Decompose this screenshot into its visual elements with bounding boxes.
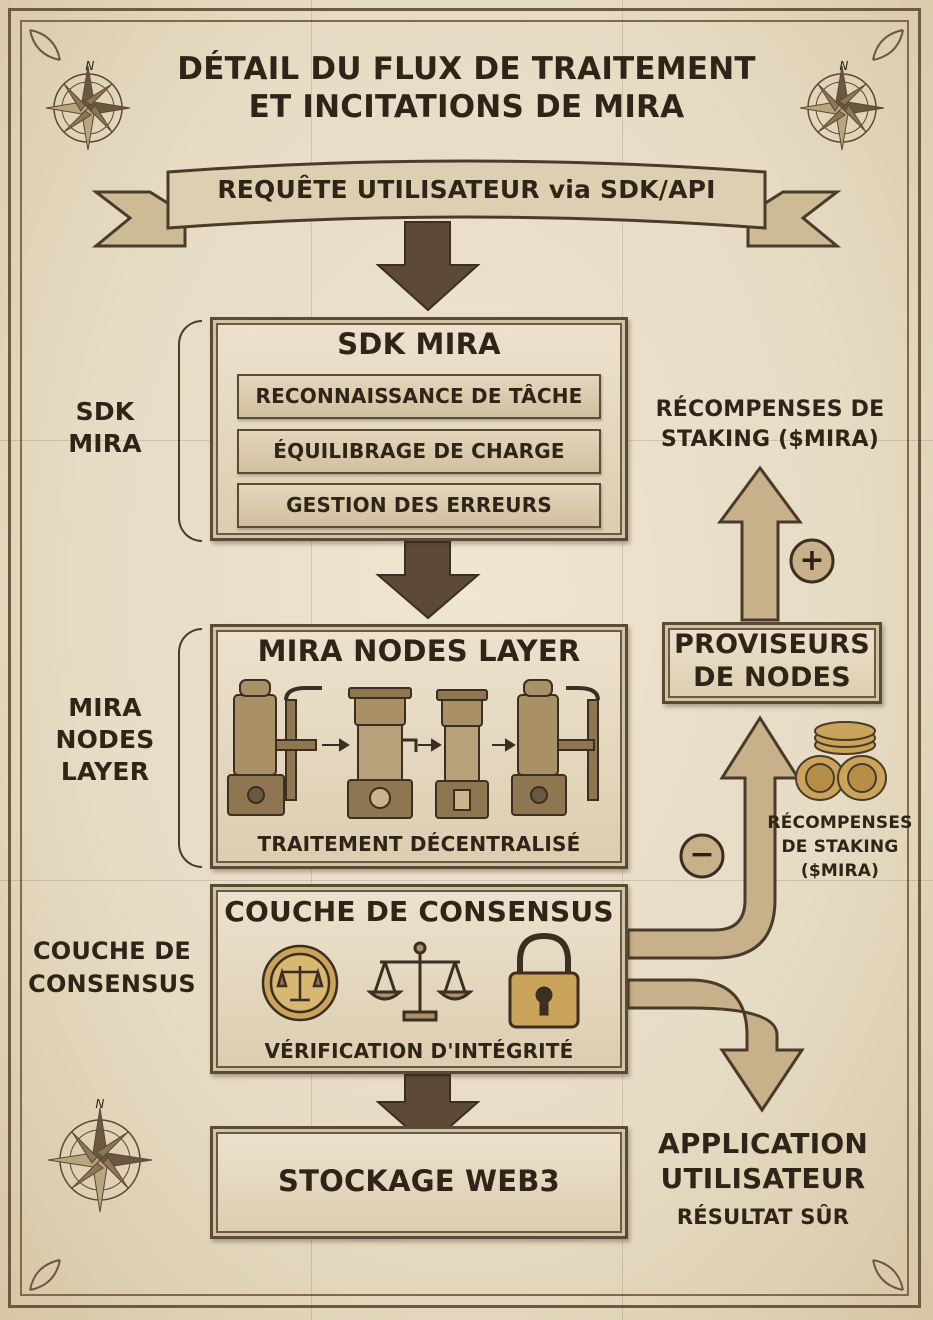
consensus-caption: VÉRIFICATION D'INTÉGRITÉ	[264, 1039, 574, 1063]
down-arrow-icon	[375, 221, 481, 312]
rewards-up-arrow	[717, 465, 803, 622]
rewards-small-line-3: ($MIRA)	[800, 861, 880, 881]
nodes-side-label-2: NODES	[55, 725, 155, 754]
app-down-arrow	[626, 978, 805, 1113]
sdk-item-task-recognition: RECONNAISSANCE DE TÂCHE	[255, 384, 583, 408]
compass-north-label: N	[839, 59, 849, 73]
compass-rose-icon	[45, 65, 131, 151]
corner-flourish-icon	[872, 29, 904, 61]
page-subtitle: ET INCITATIONS DE MIRA	[248, 89, 685, 125]
nodes-side-label-3: LAYER	[60, 757, 150, 786]
pump-machine-icon	[227, 679, 322, 816]
down-arrow-icon	[375, 1074, 481, 1148]
nodes-box-title: MIRA NODES LAYER	[257, 634, 581, 668]
compass-rose-icon	[47, 1107, 153, 1213]
tower-machine-icon	[435, 689, 489, 819]
providers-line-2: DE NODES	[693, 662, 851, 693]
outer-border	[8, 8, 921, 1308]
corner-flourish-icon	[29, 29, 61, 61]
tower-machine-icon	[347, 687, 418, 819]
compass-rose-icon	[799, 65, 885, 151]
corner-flourish-icon	[872, 1259, 904, 1291]
grid-line	[0, 880, 933, 881]
request-ribbon	[91, 159, 842, 248]
sdk-side-label-2: MIRA	[68, 429, 142, 458]
balance-scale-icon	[366, 941, 474, 1022]
page-title: DÉTAIL DU FLUX DE TRAITEMENT	[177, 51, 756, 87]
sdk-item-error-handling: GESTION DES ERREURS	[286, 493, 552, 517]
rewards-top-line-2: STAKING ($MIRA)	[661, 427, 879, 452]
result-label: RÉSULTAT SÛR	[676, 1205, 850, 1229]
providers-arrow	[626, 715, 801, 960]
minus-icon	[679, 833, 725, 879]
nodes-caption: TRAITEMENT DÉCENTRALISÉ	[257, 832, 581, 856]
compass-north-label: N	[95, 1097, 105, 1111]
sdk-item-box	[237, 483, 601, 528]
down-arrow-icon	[375, 541, 481, 620]
padlock-icon	[508, 932, 580, 1029]
sdk-item-load-balancing: ÉQUILIBRAGE DE CHARGE	[273, 439, 565, 463]
storage-box	[210, 1126, 628, 1239]
sdk-item-box	[237, 374, 601, 419]
small-arrow-icon	[492, 738, 516, 752]
nodes-side-label-1: MIRA	[68, 693, 142, 722]
coin-stack-icon	[795, 721, 887, 801]
seal-scale-icon	[261, 944, 339, 1022]
corner-flourish-icon	[29, 1259, 61, 1291]
pump-machine-icon	[511, 679, 600, 816]
plus-sign: +	[799, 543, 825, 578]
consensus-side-label-1: COUCHE DE	[32, 937, 192, 965]
small-arrow-icon	[322, 738, 350, 752]
app-label-line-2: UTILISATEUR	[660, 1162, 866, 1195]
compass-north-label: N	[85, 59, 95, 73]
providers-box	[662, 622, 882, 704]
storage-label: STOCKAGE WEB3	[278, 1164, 560, 1198]
providers-line-1: PROVISEURS	[674, 629, 870, 660]
sdk-side-label-1: SDK	[75, 397, 135, 426]
small-arrow-icon	[418, 738, 442, 752]
rewards-small-line-2: DE STAKING	[781, 837, 899, 857]
request-banner-text: REQUÊTE UTILISATEUR via SDK/API	[217, 175, 716, 204]
app-label-line-1: APPLICATION	[658, 1127, 868, 1160]
minus-sign: −	[689, 837, 715, 872]
plus-icon	[789, 538, 835, 584]
consensus-side-label-2: CONSENSUS	[28, 970, 196, 998]
sdk-item-box	[237, 429, 601, 474]
inner-border	[20, 20, 909, 1296]
rewards-top-line-1: RÉCOMPENSES DE	[655, 397, 885, 422]
consensus-box-title: COUCHE DE CONSENSUS	[224, 895, 614, 928]
sdk-box-title: SDK MIRA	[337, 327, 501, 361]
rewards-small-line-1: RÉCOMPENSES	[767, 813, 913, 833]
